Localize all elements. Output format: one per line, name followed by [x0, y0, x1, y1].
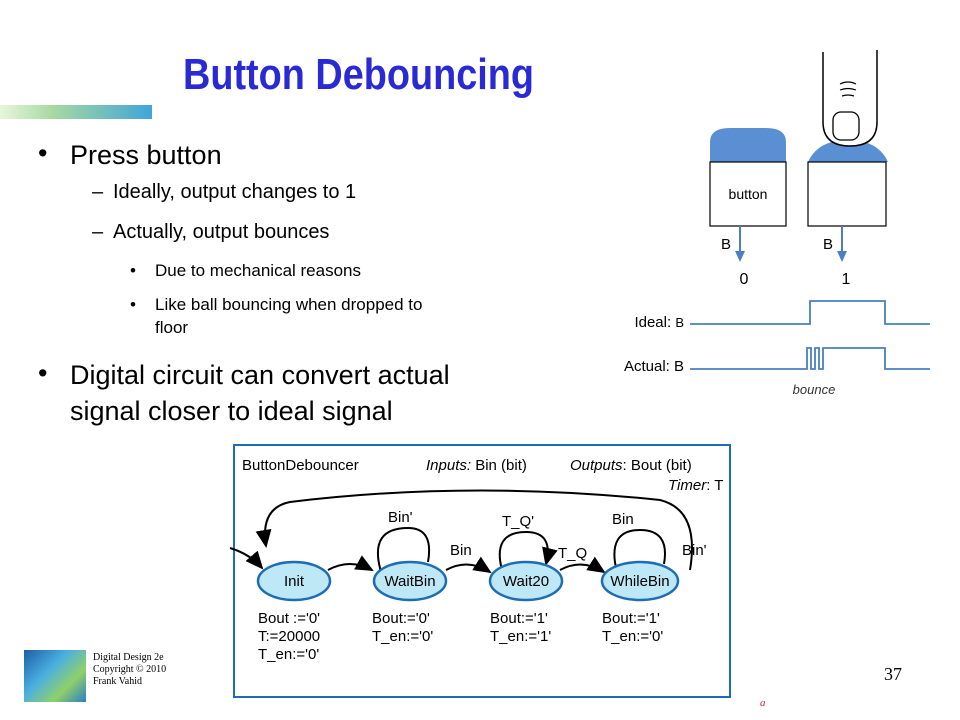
bullet-dot: • — [38, 138, 48, 168]
button-figure: button B B 0 1 Ideal: B Actual: B bounce — [624, 50, 930, 397]
page-number: 37 — [884, 664, 902, 684]
button-body-unpressed — [709, 161, 787, 227]
label-whilebin-to-init: Bin' — [682, 542, 707, 559]
output-label-pressed: B — [823, 236, 833, 253]
corner-mark: a — [760, 697, 766, 709]
transition-whilebin-to-init — [255, 489, 693, 571]
selfloop-whilebin — [611, 528, 666, 586]
state-whilebin-name: WhileBin — [610, 573, 669, 590]
footer-line-3: Frank Vahid — [93, 676, 142, 687]
label-whilebin-self: Bin — [612, 511, 634, 528]
fsm-initial-arrow — [229, 547, 264, 570]
button-cap-unpressed — [710, 128, 786, 162]
transition-wait20-to-whilebin — [559, 556, 606, 574]
subbullet-ideally: Ideally, output changes to 1 — [113, 181, 357, 203]
output-arrow-pressed — [837, 251, 847, 262]
subsubbullet-mechanical: Due to mechanical reasons — [155, 261, 362, 280]
subbullet-dash: – — [92, 181, 104, 203]
subbullet-actually: Actually, output bounces — [113, 221, 330, 243]
fsm-inputs: Inputs: Bin (bit) — [426, 457, 527, 474]
finger-icon — [822, 50, 878, 147]
state-wait20: Wait20 — [488, 560, 564, 602]
footer-copyright: Digital Design 2e Copyright © 2010 Frank… — [93, 652, 166, 688]
state-whilebin: WhileBin — [600, 560, 680, 602]
actual-signal-waveform — [690, 347, 930, 370]
init-action-3: T_en:='0' — [258, 646, 319, 663]
label-wait20-self: T_Q' — [502, 513, 534, 530]
transition-waitbin-to-wait20 — [445, 556, 492, 574]
bounce-label: bounce — [793, 382, 836, 397]
waitbin-action-2: T_en:='0' — [372, 628, 433, 645]
init-action-1: Bout :='0' — [258, 610, 320, 627]
footer-line-2: Copyright © 2010 — [93, 664, 167, 675]
button-cap-pressed — [808, 140, 888, 162]
state-init-name: Init — [284, 573, 305, 590]
label-waitbin-to-wait20: Bin — [450, 542, 472, 559]
subsubbullet-dot: • — [130, 295, 136, 314]
wait20-action-1: Bout:='1' — [490, 610, 548, 627]
footer-line-1: Digital Design 2e — [93, 652, 164, 663]
fsm-name: ButtonDebouncer — [242, 457, 359, 474]
fsm-diagram: ButtonDebouncer Inputs: Bin (bit) Output… — [229, 444, 731, 698]
fsm-outputs: Outputs: Bout (bit) — [570, 457, 692, 474]
label-wait20-to-whilebin: T_Q — [558, 545, 587, 562]
selfloop-waitbin — [376, 526, 430, 586]
button-body-pressed — [807, 161, 887, 227]
output-value-unpressed: 0 — [740, 271, 749, 288]
bullet-text-line1: Digital circuit can convert actual — [70, 360, 450, 390]
state-wait20-name: Wait20 — [503, 573, 549, 590]
init-action-2: T:=20000 — [258, 628, 320, 645]
output-label-unpressed: B — [721, 236, 731, 253]
label-waitbin-self: Bin' — [388, 509, 413, 526]
state-waitbin: WaitBin — [372, 560, 448, 602]
whilebin-action-2: T_en:='0' — [602, 628, 663, 645]
bullet-dot: • — [38, 358, 48, 388]
fsm-timer: Timer: T — [668, 477, 723, 494]
subbullet-dash: – — [92, 221, 104, 243]
output-arrow-unpressed — [735, 251, 745, 262]
book-logo — [24, 650, 86, 702]
bullet-text: Press button — [70, 140, 222, 170]
subsubbullet-ball-line2: floor — [155, 318, 189, 337]
waitbin-action-1: Bout:='0' — [372, 610, 430, 627]
ideal-signal-waveform — [690, 300, 930, 325]
transition-init-to-waitbin — [327, 555, 374, 571]
slide-title: Button Debouncing — [183, 50, 535, 99]
state-init: Init — [256, 560, 332, 602]
ideal-signal-label: Ideal: B — [634, 314, 684, 331]
whilebin-action-1: Bout:='1' — [602, 610, 660, 627]
subsubbullet-dot: • — [130, 261, 136, 280]
output-value-pressed: 1 — [842, 271, 851, 288]
state-waitbin-name: WaitBin — [384, 573, 435, 590]
actual-signal-label: Actual: B — [624, 358, 684, 375]
subsubbullet-ball-line1: Like ball bouncing when dropped to — [155, 295, 423, 314]
selfloop-wait20 — [498, 530, 558, 571]
wait20-action-2: T_en:='1' — [490, 628, 551, 645]
bullet-text-line2: signal closer to ideal signal — [70, 396, 393, 426]
title-accent-bar — [0, 105, 152, 119]
button-body-label: button — [729, 186, 768, 202]
